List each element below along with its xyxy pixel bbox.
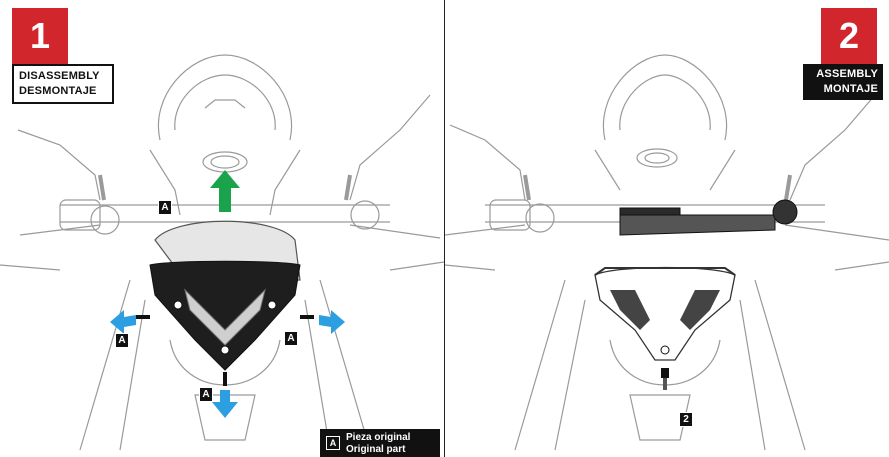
legend-text: Pieza original Original part [346, 432, 410, 456]
legend: A Pieza original Original part [320, 429, 440, 457]
step-title-line: DESMONTAJE [19, 85, 97, 97]
step-title-line: ASSEMBLY [816, 68, 878, 80]
step-number-badge: 2 [821, 8, 877, 64]
screw-icon [220, 345, 230, 355]
callout-part-a: A [158, 200, 172, 215]
panel-divider [444, 0, 445, 457]
screw-icon [661, 368, 669, 390]
step-title-line: DISASSEMBLY [19, 70, 100, 82]
legend-key: A [326, 436, 340, 450]
screw-icon [267, 300, 277, 310]
callout-part-a: A [199, 387, 213, 402]
arrow-up-icon [210, 170, 240, 212]
disassembly-panel: A A A A [0, 0, 444, 457]
step-number-badge: 1 [12, 8, 68, 64]
step-title-assembly: ASSEMBLY MONTAJE [803, 64, 883, 100]
arrow-left-icon [110, 310, 136, 334]
callout-part-2: 2 [679, 412, 693, 427]
disassembly-illustration [0, 54, 444, 451]
step-title-disassembly: DISASSEMBLY DESMONTAJE [12, 64, 114, 104]
arrow-down-icon [212, 390, 238, 418]
screw-icon [173, 300, 183, 310]
step-title-line: MONTAJE [823, 83, 878, 95]
callout-part-a: A [284, 331, 298, 346]
legend-line: Pieza original [346, 432, 411, 443]
assembly-panel: 2 [445, 0, 889, 457]
callout-part-a: A [115, 333, 129, 348]
assembly-illustration [445, 54, 889, 451]
legend-line: Original part [346, 444, 406, 455]
arrow-right-icon [319, 310, 345, 334]
